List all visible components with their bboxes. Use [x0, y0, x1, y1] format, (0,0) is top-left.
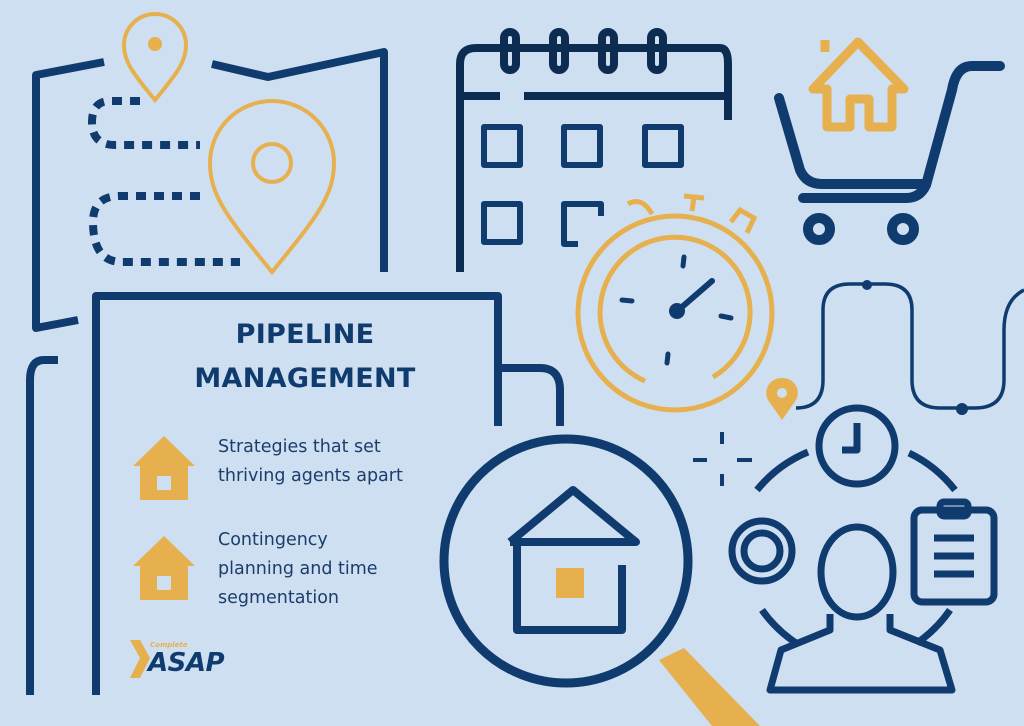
- title-line-2: MANAGEMENT: [194, 363, 416, 394]
- agent-workflow-icon: [728, 404, 998, 694]
- cart-house-icon: [808, 37, 909, 132]
- magnifier-house-icon: [439, 434, 693, 688]
- logo-subtitle: Complete: [150, 641, 188, 649]
- crosshair-icon: [693, 432, 752, 486]
- stopwatch-icon: [575, 193, 775, 413]
- shopping-cart-icon: [774, 61, 1005, 245]
- bullet-text: Strategies that set: [218, 437, 381, 457]
- bullet-text: thriving agents apart: [218, 466, 403, 486]
- logo-wordmark: ASAP: [148, 648, 225, 678]
- page-title: PIPELINE MANAGEMENT: [120, 313, 490, 401]
- large-pin-icon: [207, 99, 337, 276]
- bullet-item: Strategies that set thriving agents apar…: [218, 433, 478, 491]
- map-route-icon: [32, 48, 388, 332]
- bullet-text: Contingency: [218, 530, 328, 550]
- calendar-icon: [456, 28, 732, 272]
- timeline-path-icon: [795, 282, 1024, 410]
- bullet-house-icons: [133, 436, 195, 600]
- bullet-text: segmentation: [218, 588, 340, 608]
- bullet-item: Contingency planning and time segmentati…: [218, 526, 478, 613]
- small-pin-icon: [121, 12, 189, 104]
- title-line-1: PIPELINE: [235, 319, 375, 350]
- logo-chevron-icon: [130, 640, 150, 678]
- document-frame: [26, 292, 564, 695]
- bullet-text: planning and time: [218, 559, 378, 579]
